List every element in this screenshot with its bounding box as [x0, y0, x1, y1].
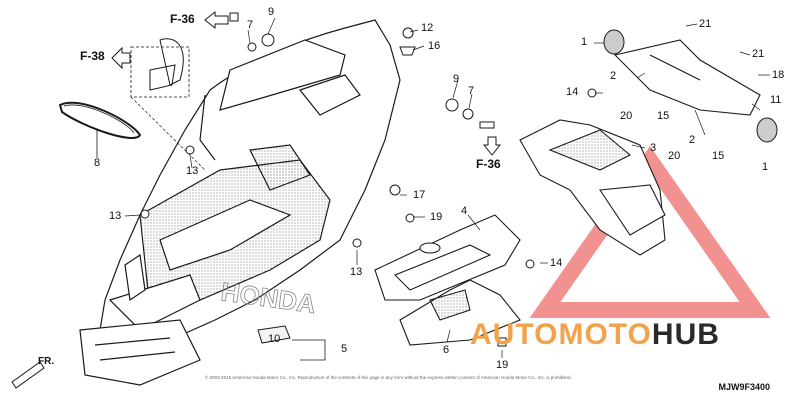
drawing-code: MJW9F3400 — [718, 382, 770, 392]
callout-2-top: 2 — [610, 70, 617, 82]
part-6-guard — [399, 279, 521, 346]
watermark-logo: AUTOMOTOHUB — [470, 318, 720, 352]
callout-12: 12 — [421, 22, 434, 34]
callout-8: 8 — [94, 157, 101, 169]
ref-f38: F-38 — [80, 49, 105, 63]
watermark-auto: AUTO — [470, 318, 559, 351]
honda-mark: HONDA — [219, 276, 318, 319]
clip-detail-box — [130, 38, 206, 171]
callout-16: 16 — [428, 40, 441, 52]
ref-f36-right: F-36 — [476, 157, 501, 171]
callout-1-right: 1 — [762, 161, 769, 173]
callout-7-top: 7 — [247, 19, 254, 31]
callout-3: 3 — [650, 142, 657, 154]
callout-1-left: 1 — [581, 36, 588, 48]
callout-15-right: 15 — [712, 150, 725, 162]
watermark-triangle — [529, 146, 771, 318]
callout-18: 18 — [772, 69, 785, 81]
watermark-hub: HUB — [651, 318, 720, 351]
callout-13-left: 13 — [186, 165, 199, 177]
callout-13-center: 13 — [350, 266, 363, 278]
front-direction-label: FR. — [38, 356, 55, 367]
part-8-band — [58, 101, 142, 139]
callout-14-lower: 14 — [550, 257, 563, 269]
callout-20-right: 20 — [668, 150, 681, 162]
ref-arrows — [11, 10, 502, 389]
part-10-pad — [257, 325, 291, 344]
callout-10: 10 — [268, 333, 281, 345]
ref-f36-top: F-36 — [170, 12, 195, 26]
callout-4: 4 — [461, 205, 468, 217]
callout-7-mid: 7 — [468, 85, 475, 97]
part-4-bracket — [374, 214, 521, 301]
callout-19-upper: 19 — [430, 211, 443, 223]
part-3-license-bracket — [519, 119, 666, 256]
callout-14-upper: 14 — [566, 86, 579, 98]
copyright-text: © 2003-2015 American Honda Motor Co., In… — [205, 375, 572, 380]
callout-6: 6 — [443, 344, 450, 356]
callout-21-top: 21 — [699, 18, 712, 30]
callout-9-top: 9 — [268, 6, 275, 18]
callout-5: 5 — [341, 343, 348, 355]
callout-13-lower: 13 — [109, 210, 122, 222]
reflectors — [603, 29, 778, 143]
leader-lines — [124, 17, 770, 358]
callout-2-right: 2 — [689, 134, 696, 146]
callout-15-left: 15 — [657, 110, 670, 122]
callout-9-mid: 9 — [453, 73, 460, 85]
callout-20-left: 20 — [620, 110, 633, 122]
watermark-moto: MOTO — [558, 318, 652, 351]
part-11-cover — [613, 39, 761, 116]
callout-19-lower: 19 — [496, 359, 509, 371]
callout-21-mid: 21 — [752, 48, 765, 60]
callout-11: 11 — [770, 94, 782, 106]
rear-fender — [79, 19, 401, 386]
callout-17: 17 — [413, 189, 426, 201]
